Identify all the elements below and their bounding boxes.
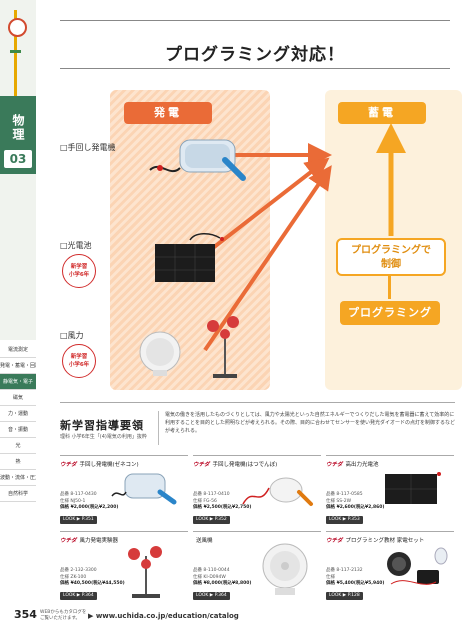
look-link[interactable]: LOOK ▶ P.352	[193, 516, 230, 524]
maker-logo: ウチダ	[326, 538, 343, 544]
product-code: 品番 8-117-0585	[326, 492, 363, 497]
product-card[interactable]: ウチダ風力発電実験器 品番 2-132-3300 仕様 ZK-100 価格 ¥4…	[60, 531, 188, 603]
index-item[interactable]: 自然科学	[0, 486, 36, 502]
product-code: 品番 8-117-0410	[193, 492, 230, 497]
product-spec: 仕様	[326, 574, 335, 580]
control-label: プログラミングで 制御	[351, 245, 431, 270]
look-link[interactable]: LOOK ▶ P.353	[326, 516, 363, 524]
grade-badge: 新学習 小学6年	[62, 254, 96, 288]
product-name: プログラミング教材 家電セット	[345, 538, 425, 544]
product-card[interactable]: ウチダ手回し発電機(ゼネコン) 品番 8-117-0430 仕様 NJ50-1 …	[60, 455, 188, 527]
index-item[interactable]: 波動・流体・圧力	[0, 470, 36, 486]
look-link[interactable]: LOOK ▶ P.351	[60, 516, 97, 524]
product-spec: 仕様 KI-D094W	[193, 574, 226, 580]
page-title: プログラミング対応！	[165, 45, 345, 65]
product-price: 価格 ¥5,400(税込¥5,940)	[326, 581, 385, 586]
solar-cell-image	[155, 233, 224, 282]
page-number: 354	[14, 608, 37, 621]
product-price: 価格 ¥40,500(税込¥44,550)	[60, 581, 125, 586]
product-image	[385, 472, 441, 504]
product-price: 価格 ¥2,500(税込¥2,750)	[193, 505, 252, 510]
wind-setup-image	[139, 316, 239, 378]
product-image	[242, 477, 313, 506]
product-code: 品番 8-110-0044	[193, 568, 230, 573]
product-image	[387, 547, 448, 585]
curriculum-body: 電気の働きを活用したものづくりとしては、風力や太陽光といった自然エネルギーでつく…	[165, 412, 456, 434]
product-code: 品番 8-117-0430	[60, 492, 97, 497]
product-card[interactable]: ウチダ手回し発電機(はつでんぼ) 品番 8-117-0410 仕様 FG-56 …	[193, 455, 321, 527]
product-name: 手回し発電機(ゼネコン)	[79, 462, 139, 468]
index-item[interactable]: 音・振動	[0, 422, 36, 438]
product-spec: 仕様 ZK-100	[60, 574, 87, 580]
header-rule	[60, 68, 450, 69]
product-card[interactable]: 送風機 品番 8-110-0044 仕様 KI-D094W 価格 ¥8,000(…	[193, 531, 321, 603]
product-price: 価格 ¥8,000(税込¥8,800)	[193, 581, 252, 586]
maker-logo: ウチダ	[326, 462, 343, 468]
look-link[interactable]: LOOK ▶ P.364	[193, 592, 230, 600]
storage-tag: 蓄電	[338, 102, 426, 124]
grade-badge-text: 新学習 小学6年	[68, 354, 90, 368]
product-image	[111, 473, 177, 505]
curriculum-divider	[158, 411, 159, 445]
source-label-solar: □光電池	[60, 241, 92, 250]
source-label-hand-generator: □手回し発電機	[60, 143, 116, 152]
product-code: 品番 8-117-2132	[326, 568, 363, 573]
catalog-url-link[interactable]: ▶ www.uchida.co.jp/education/catalog	[88, 612, 239, 620]
energy-diagram: 発電 蓄電 プログラミングで 制御 プログラミング □手回し発電機 □光電池 新…	[40, 90, 462, 390]
programming-tag: プログラミング	[340, 301, 440, 325]
look-link[interactable]: LOOK ▶ P.364	[60, 592, 97, 600]
look-link[interactable]: LOOK ▶ P.128	[326, 592, 363, 600]
product-code: 品番 2-132-3300	[60, 568, 97, 573]
index-item[interactable]: 力・運動	[0, 406, 36, 422]
grade-badge: 新学習 小学6年	[62, 344, 96, 378]
maker-logo: ウチダ	[193, 462, 210, 468]
product-image	[262, 543, 308, 595]
product-price: 価格 ¥2,000(税込¥2,200)	[60, 505, 119, 510]
index-item[interactable]: 発電・蓄電・回路	[0, 358, 36, 374]
product-price: 価格 ¥2,600(税込¥2,860)	[326, 505, 385, 510]
header-rule-top	[60, 20, 450, 21]
product-card[interactable]: ウチダプログラミング教材 家電セット 品番 8-117-2132 仕様 価格 ¥…	[326, 531, 454, 603]
product-name: 送風機	[196, 538, 213, 544]
index-item-active[interactable]: 静電気・電子	[0, 374, 36, 390]
product-card[interactable]: ウチダ高出力光電池 品番 8-117-0585 仕様 SS-2W 価格 ¥2,6…	[326, 455, 454, 527]
source-label-wind: □風力	[60, 331, 84, 340]
product-spec: 仕様 FG-56	[193, 498, 217, 504]
chapter-label: 物理	[11, 114, 25, 142]
grade-badge-text: 新学習 小学6年	[68, 264, 90, 278]
arrow-wind-to-store	[203, 165, 332, 352]
product-name: 手回し発電機(はつでんぼ)	[212, 462, 278, 468]
maker-logo: ウチダ	[60, 462, 77, 468]
maker-logo: ウチダ	[60, 538, 77, 544]
curriculum-title: 新学習指導要領	[60, 419, 144, 432]
chapter-sidebar: 物理 03	[0, 0, 36, 340]
curriculum-subtitle: 理科 小学6年生「(4)電気の利用」抜粋	[60, 434, 147, 440]
product-name: 高出力光電池	[345, 462, 379, 468]
product-spec: 仕様 NJ50-1	[60, 498, 86, 504]
product-grid: ウチダ手回し発電機(ゼネコン) 品番 8-117-0430 仕様 NJ50-1 …	[60, 455, 455, 605]
chapter-tab[interactable]: 物理 03	[0, 96, 36, 174]
hand-generator-image	[149, 139, 246, 181]
footer-note: WEBからもカタログを ご覧いただけます。	[40, 610, 87, 621]
chapter-number: 03	[4, 150, 32, 168]
arrow-solar-to-store	[198, 157, 330, 260]
index-nav: 電流測定 発電・蓄電・回路 静電気・電子 磁気 力・運動 音・振動 光 熱 波動…	[0, 342, 36, 502]
index-item[interactable]: 熱	[0, 454, 36, 470]
index-item[interactable]: 電流測定	[0, 342, 36, 358]
chapter-illustration	[8, 10, 27, 160]
product-image	[128, 546, 162, 598]
curriculum-section: 新学習指導要領 理科 小学6年生「(4)電気の利用」抜粋 電気の働きを活用したも…	[60, 402, 455, 450]
product-name: 風力発電実験器	[79, 538, 119, 544]
generation-tag: 発電	[124, 102, 212, 124]
product-spec: 仕様 SS-2W	[326, 498, 352, 504]
index-item[interactable]: 磁気	[0, 390, 36, 406]
control-box: プログラミングで 制御	[336, 238, 446, 299]
index-item[interactable]: 光	[0, 438, 36, 454]
